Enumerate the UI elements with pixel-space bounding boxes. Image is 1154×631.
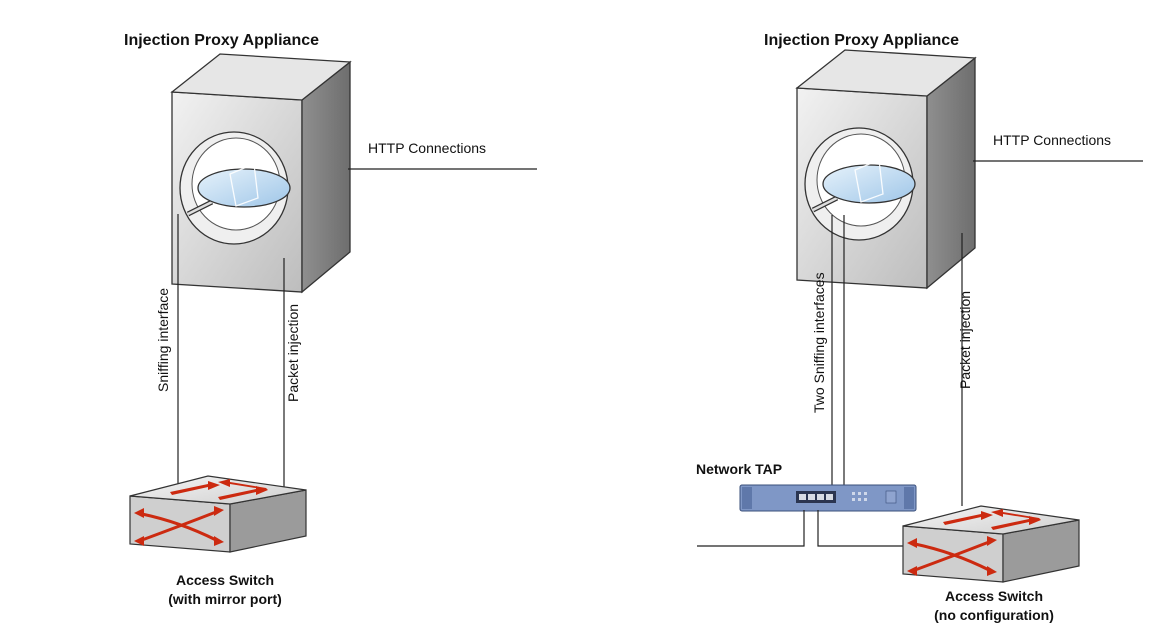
right-title: Injection Proxy Appliance bbox=[764, 32, 959, 49]
right-tap-switch-line bbox=[817, 510, 908, 547]
right-sniff-label: Two Sniffing interfaces bbox=[811, 272, 827, 413]
left-switch-name: Access Switch bbox=[176, 572, 274, 588]
proxy-server-icon bbox=[172, 54, 350, 292]
right-switch-note: (no configuration) bbox=[934, 607, 1054, 623]
left-http-label: HTTP Connections bbox=[368, 140, 486, 156]
left-proxy-appliance bbox=[172, 54, 350, 292]
switch-icon bbox=[901, 504, 1081, 584]
tap-label: Network TAP bbox=[696, 461, 782, 477]
switch-icon bbox=[128, 474, 308, 554]
proxy-server-icon bbox=[797, 50, 975, 288]
right-proxy-appliance bbox=[797, 50, 975, 288]
right-http-label: HTTP Connections bbox=[993, 132, 1111, 148]
right-access-switch bbox=[901, 504, 1081, 584]
left-access-switch bbox=[128, 474, 308, 554]
left-sniff-label: Sniffing interface bbox=[155, 288, 171, 392]
right-tap-uplink-line bbox=[697, 510, 805, 547]
right-diagram: Injection Proxy Appliance HTTP Connectio… bbox=[696, 32, 1143, 623]
right-switch-name: Access Switch bbox=[945, 588, 1043, 604]
left-title: Injection Proxy Appliance bbox=[124, 32, 319, 49]
network-tap bbox=[739, 484, 917, 512]
right-inject-label: Packet injection bbox=[957, 291, 973, 389]
left-diagram: Injection Proxy Appliance HTTP Connectio… bbox=[124, 32, 537, 607]
left-inject-label: Packet injection bbox=[285, 304, 301, 402]
left-switch-note: (with mirror port) bbox=[168, 591, 282, 607]
